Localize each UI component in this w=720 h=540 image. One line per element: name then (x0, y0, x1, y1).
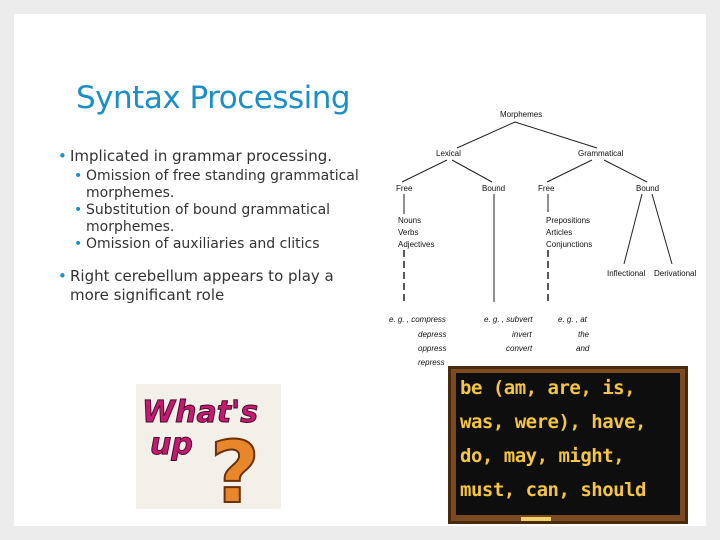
tree-leaf: Adjectives (398, 240, 434, 249)
tree-node-root: Morphemes (500, 110, 542, 119)
slide: Syntax Processing •Implicated in grammar… (14, 14, 706, 526)
bullet-dot: • (58, 147, 67, 165)
question-mark-icon: ? (210, 423, 260, 509)
sub-bullet-item: •Omission of auxiliaries and clitics (56, 236, 376, 253)
tree-example: e. g. , compress (389, 315, 446, 324)
bullet-item: •Implicated in grammar processing. (56, 147, 376, 166)
tree-example: e. g. , subvert (484, 315, 533, 324)
tree-example: invert (512, 330, 532, 339)
tree-node-lex-bound: Bound (482, 184, 505, 193)
bullet-text: Omission of auxiliaries and clitics (86, 236, 320, 252)
tree-leaf: Conjunctions (546, 240, 592, 249)
tree-leaf: Nouns (398, 216, 421, 225)
bullet-list: •Implicated in grammar processing. •Omis… (56, 147, 376, 307)
tree-leaf: Articles (546, 228, 572, 237)
tree-example: e. g. , at (558, 315, 588, 324)
tree-leaf: Prepositions (546, 216, 590, 225)
chalkboard-line: was, were), have, (460, 411, 646, 433)
whats-up-image: What's up ? (136, 384, 281, 509)
tree-example: suppress (415, 372, 447, 374)
bullet-dot: • (74, 168, 83, 184)
bullet-dot: • (74, 236, 83, 252)
chalkboard: be (am, are, is, was, were), have, do, m… (448, 366, 688, 524)
tree-example: the (578, 330, 590, 339)
bullet-dot: • (74, 202, 83, 218)
tree-example: convert (506, 344, 533, 353)
chalkboard-line: do, may, might, (460, 445, 625, 467)
chalkboard-line: be (am, are, is, (460, 377, 636, 399)
tree-node-lexical: Lexical (436, 149, 461, 158)
bullet-text: Substitution of bound grammatical morphe… (86, 202, 331, 235)
morpheme-tree-diagram: Morphemes Lexical Grammatical Free Bound… (389, 110, 696, 374)
chalkboard-surface: be (am, are, is, was, were), have, do, m… (456, 373, 680, 515)
bullet-text: Right cerebellum appears to play a more … (70, 267, 334, 304)
slide-title: Syntax Processing (76, 80, 351, 116)
bullet-text: Omission of free standing grammatical mo… (86, 168, 359, 201)
tree-node-gram-free: Free (538, 184, 555, 193)
tree-leaf: Inflectional (607, 269, 645, 278)
bullet-text: Implicated in grammar processing. (70, 147, 333, 165)
chalkboard-line: must, can, should (460, 479, 646, 501)
tree-node-lex-free: Free (396, 184, 413, 193)
tree-example: repress (418, 358, 445, 367)
bullet-item: •Right cerebellum appears to play a more… (56, 267, 376, 305)
whats-up-text-line2: up (150, 427, 193, 462)
tree-node-grammatical: Grammatical (578, 149, 624, 158)
tree-example: oppress (418, 344, 446, 353)
bullet-dot: • (58, 267, 67, 285)
tree-leaf: Verbs (398, 228, 418, 237)
sub-bullet-item: •Omission of free standing grammatical m… (56, 168, 376, 202)
tree-node-gram-bound: Bound (636, 184, 659, 193)
sub-bullet-item: •Substitution of bound grammatical morph… (56, 202, 376, 236)
tree-example: depress (418, 330, 446, 339)
tree-example: and (576, 344, 590, 353)
chalk-piece (521, 517, 551, 521)
tree-leaf: Derivational (654, 269, 696, 278)
whats-up-text-line1: What's (142, 395, 258, 430)
